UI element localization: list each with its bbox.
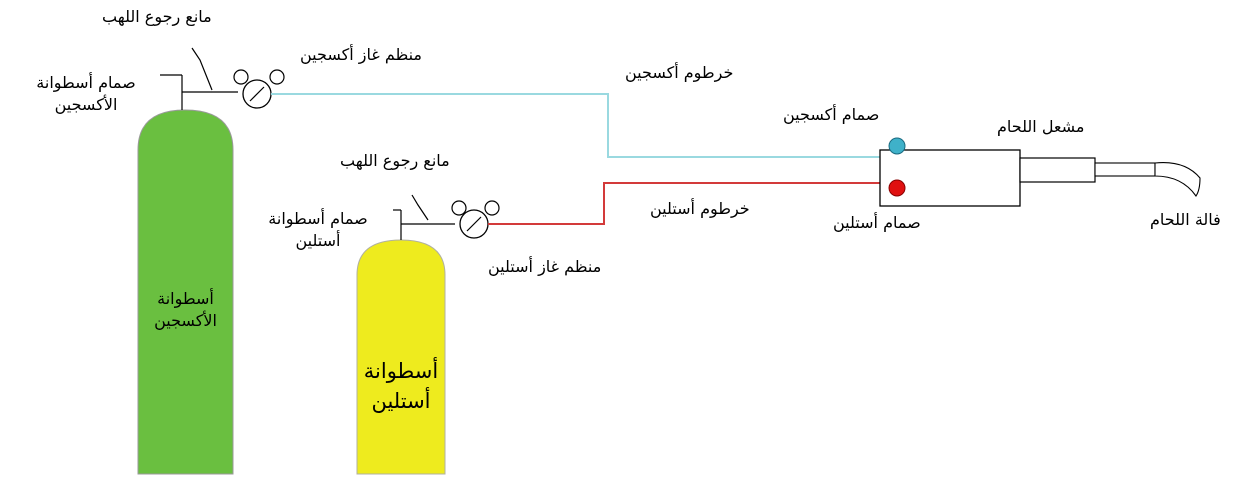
- acetylene-hose: [488, 182, 880, 225]
- acetylene-cylinder: [356, 239, 446, 475]
- oxygen-flashback-label: مانع رجوع اللهب: [102, 7, 212, 26]
- oxygen-cylinder-label-line2: الأكسجين: [154, 311, 217, 330]
- oxygen-hose: [271, 93, 880, 158]
- torch-neck: [1019, 157, 1096, 183]
- oxygen-regulator-label: منظم غاز أكسجين: [300, 45, 422, 64]
- torch-tube: [1094, 162, 1156, 177]
- acetylene-cylinder-label-line1: أسطوانة: [363, 359, 439, 383]
- acetylene-cylinder-label: أسطوانة أستلين: [357, 356, 445, 416]
- oxygen-cylinder-valve-label: صمام أسطوانة الأكسجين: [6, 72, 166, 116]
- oxygen-cylinder-label: أسطوانة الأكسجين: [138, 288, 233, 332]
- acetylene-cylinder-valve-label-line2: أستلين: [295, 231, 341, 250]
- oxygen-cylinder: [137, 109, 234, 475]
- torch-label: مشعل اللحام: [997, 117, 1085, 136]
- acetylene-regulator-gauge: [451, 200, 500, 239]
- acetylene-flashback-arrestor: [411, 194, 429, 221]
- welding-tip-label: فالة اللحام: [1150, 210, 1221, 229]
- acetylene-cylinder-valve-label: صمام أسطوانة أستلين: [243, 208, 393, 252]
- oxygen-cylinder-valve-label-line2: الأكسجين: [54, 95, 118, 114]
- acetylene-regulator-label: منظم غاز أستلين: [488, 257, 602, 276]
- torch-oxygen-valve: [888, 137, 906, 155]
- torch-acetylene-valve: [888, 179, 906, 197]
- acetylene-cylinder-label-line2: أستلين: [371, 389, 431, 413]
- welding-tip: [1154, 162, 1201, 197]
- oxygen-cylinder-valve-label-line1: صمام أسطوانة: [36, 73, 136, 92]
- oxygen-flashback-arrestor: [191, 47, 213, 91]
- oxygen-cylinder-label-line1: أسطوانة: [157, 289, 214, 308]
- torch-body: [879, 149, 1021, 207]
- oxygen-hose-label: خرطوم أكسجين: [625, 63, 734, 82]
- acetylene-cylinder-valve-label-line1: صمام أسطوانة: [268, 209, 368, 228]
- oxygen-regulator-gauge: [233, 69, 285, 109]
- torch-acetylene-valve-label: صمام أستلين: [833, 213, 921, 232]
- acetylene-hose-label: خرطوم أستلين: [650, 199, 750, 218]
- torch-oxygen-valve-label: صمام أكسجين: [783, 105, 880, 124]
- acetylene-flashback-label: مانع رجوع اللهب: [340, 151, 450, 170]
